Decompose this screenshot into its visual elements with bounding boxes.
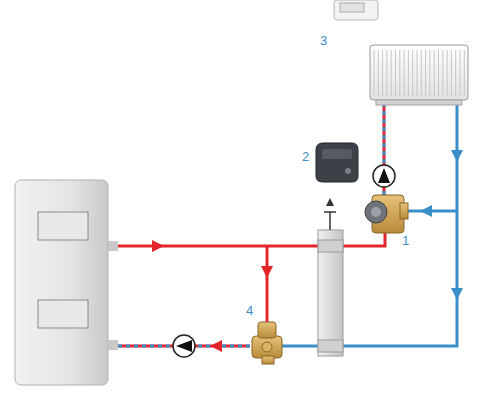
- callout-number: 2: [302, 150, 309, 163]
- radiator-fin: [434, 50, 435, 96]
- radiator-fin: [382, 50, 383, 96]
- radiator-fin: [408, 50, 409, 96]
- pump-symbol: [173, 335, 195, 357]
- supply-pipe: [118, 232, 385, 322]
- callout-number: 3: [320, 34, 327, 47]
- radiator-fin: [391, 50, 392, 96]
- radiator-fin: [442, 50, 443, 96]
- radiator: [370, 45, 468, 105]
- return-pipe: [282, 100, 457, 346]
- radiator-fin: [438, 50, 439, 96]
- radiator-fin: [399, 50, 400, 96]
- callout-number: 4: [246, 304, 253, 317]
- radiator-fin: [412, 50, 413, 96]
- flow-arrow: [420, 150, 463, 300]
- radiator-fin: [451, 50, 452, 96]
- radiator-fin: [425, 50, 426, 96]
- radiator-fin: [455, 50, 456, 96]
- radiator-fin: [447, 50, 448, 96]
- flow-arrow: [152, 240, 273, 278]
- radiator-fin: [386, 50, 387, 96]
- valve-actuator: [316, 143, 358, 182]
- callout-number: 1: [402, 234, 409, 247]
- flow-arrow: [210, 340, 222, 352]
- radiator-fin: [429, 50, 430, 96]
- boiler: [15, 180, 118, 385]
- radiator-fin: [374, 50, 375, 96]
- room-thermostat: [334, 0, 378, 20]
- mixed-pipe: [118, 100, 384, 346]
- radiator-fin: [417, 50, 418, 96]
- hydraulic-separator: [318, 198, 343, 356]
- radiator-fin: [395, 50, 396, 96]
- thermostatic-valve: [252, 322, 282, 364]
- radiator-fin: [421, 50, 422, 96]
- mixing-valve: [365, 195, 408, 233]
- radiator-fin: [460, 50, 461, 96]
- radiator-fin: [464, 50, 465, 96]
- radiator-fin: [404, 50, 405, 96]
- radiator-fin: [378, 50, 379, 96]
- pump-symbol: [373, 165, 395, 187]
